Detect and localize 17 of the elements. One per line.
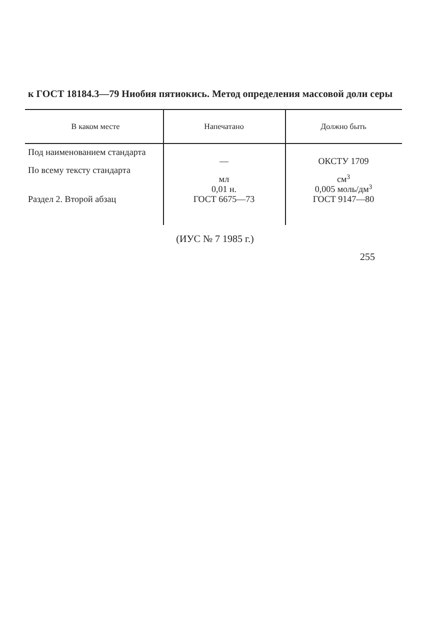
- table-cell-text: —: [218, 157, 230, 166]
- table-cell-text: По всему тексту стандарта: [28, 166, 132, 175]
- table-cell-text: 0,01 н.: [210, 185, 238, 194]
- table-cell-text: ГОСТ 9147—80: [312, 195, 376, 204]
- column-header: Напечатано: [203, 121, 245, 133]
- table-cell-text: ГОСТ 6675—73: [192, 195, 256, 204]
- table-cell-text: ОКСТУ 1709: [317, 157, 370, 166]
- table-cell-text: Под наименованием стандарта: [28, 148, 147, 157]
- column-header: В каком месте: [70, 121, 121, 133]
- table-cell-text: Раздел 2. Второй абзац: [28, 195, 118, 204]
- table-cell-text: 0,005 моль/дм$^{3}$: [314, 185, 374, 194]
- table-cell-text: мл: [218, 175, 230, 184]
- heading: к ГОСТ 18184.3—79 Ниобия пятиокись. Метод определения массовой доли серы: [28, 88, 394, 102]
- footnote: (ИУС № 7 1985 г.): [175, 233, 255, 247]
- column-header: Должно быть: [320, 121, 368, 133]
- table-cell-text: см$^{3}$: [336, 175, 352, 184]
- page-number: 255: [359, 251, 375, 265]
